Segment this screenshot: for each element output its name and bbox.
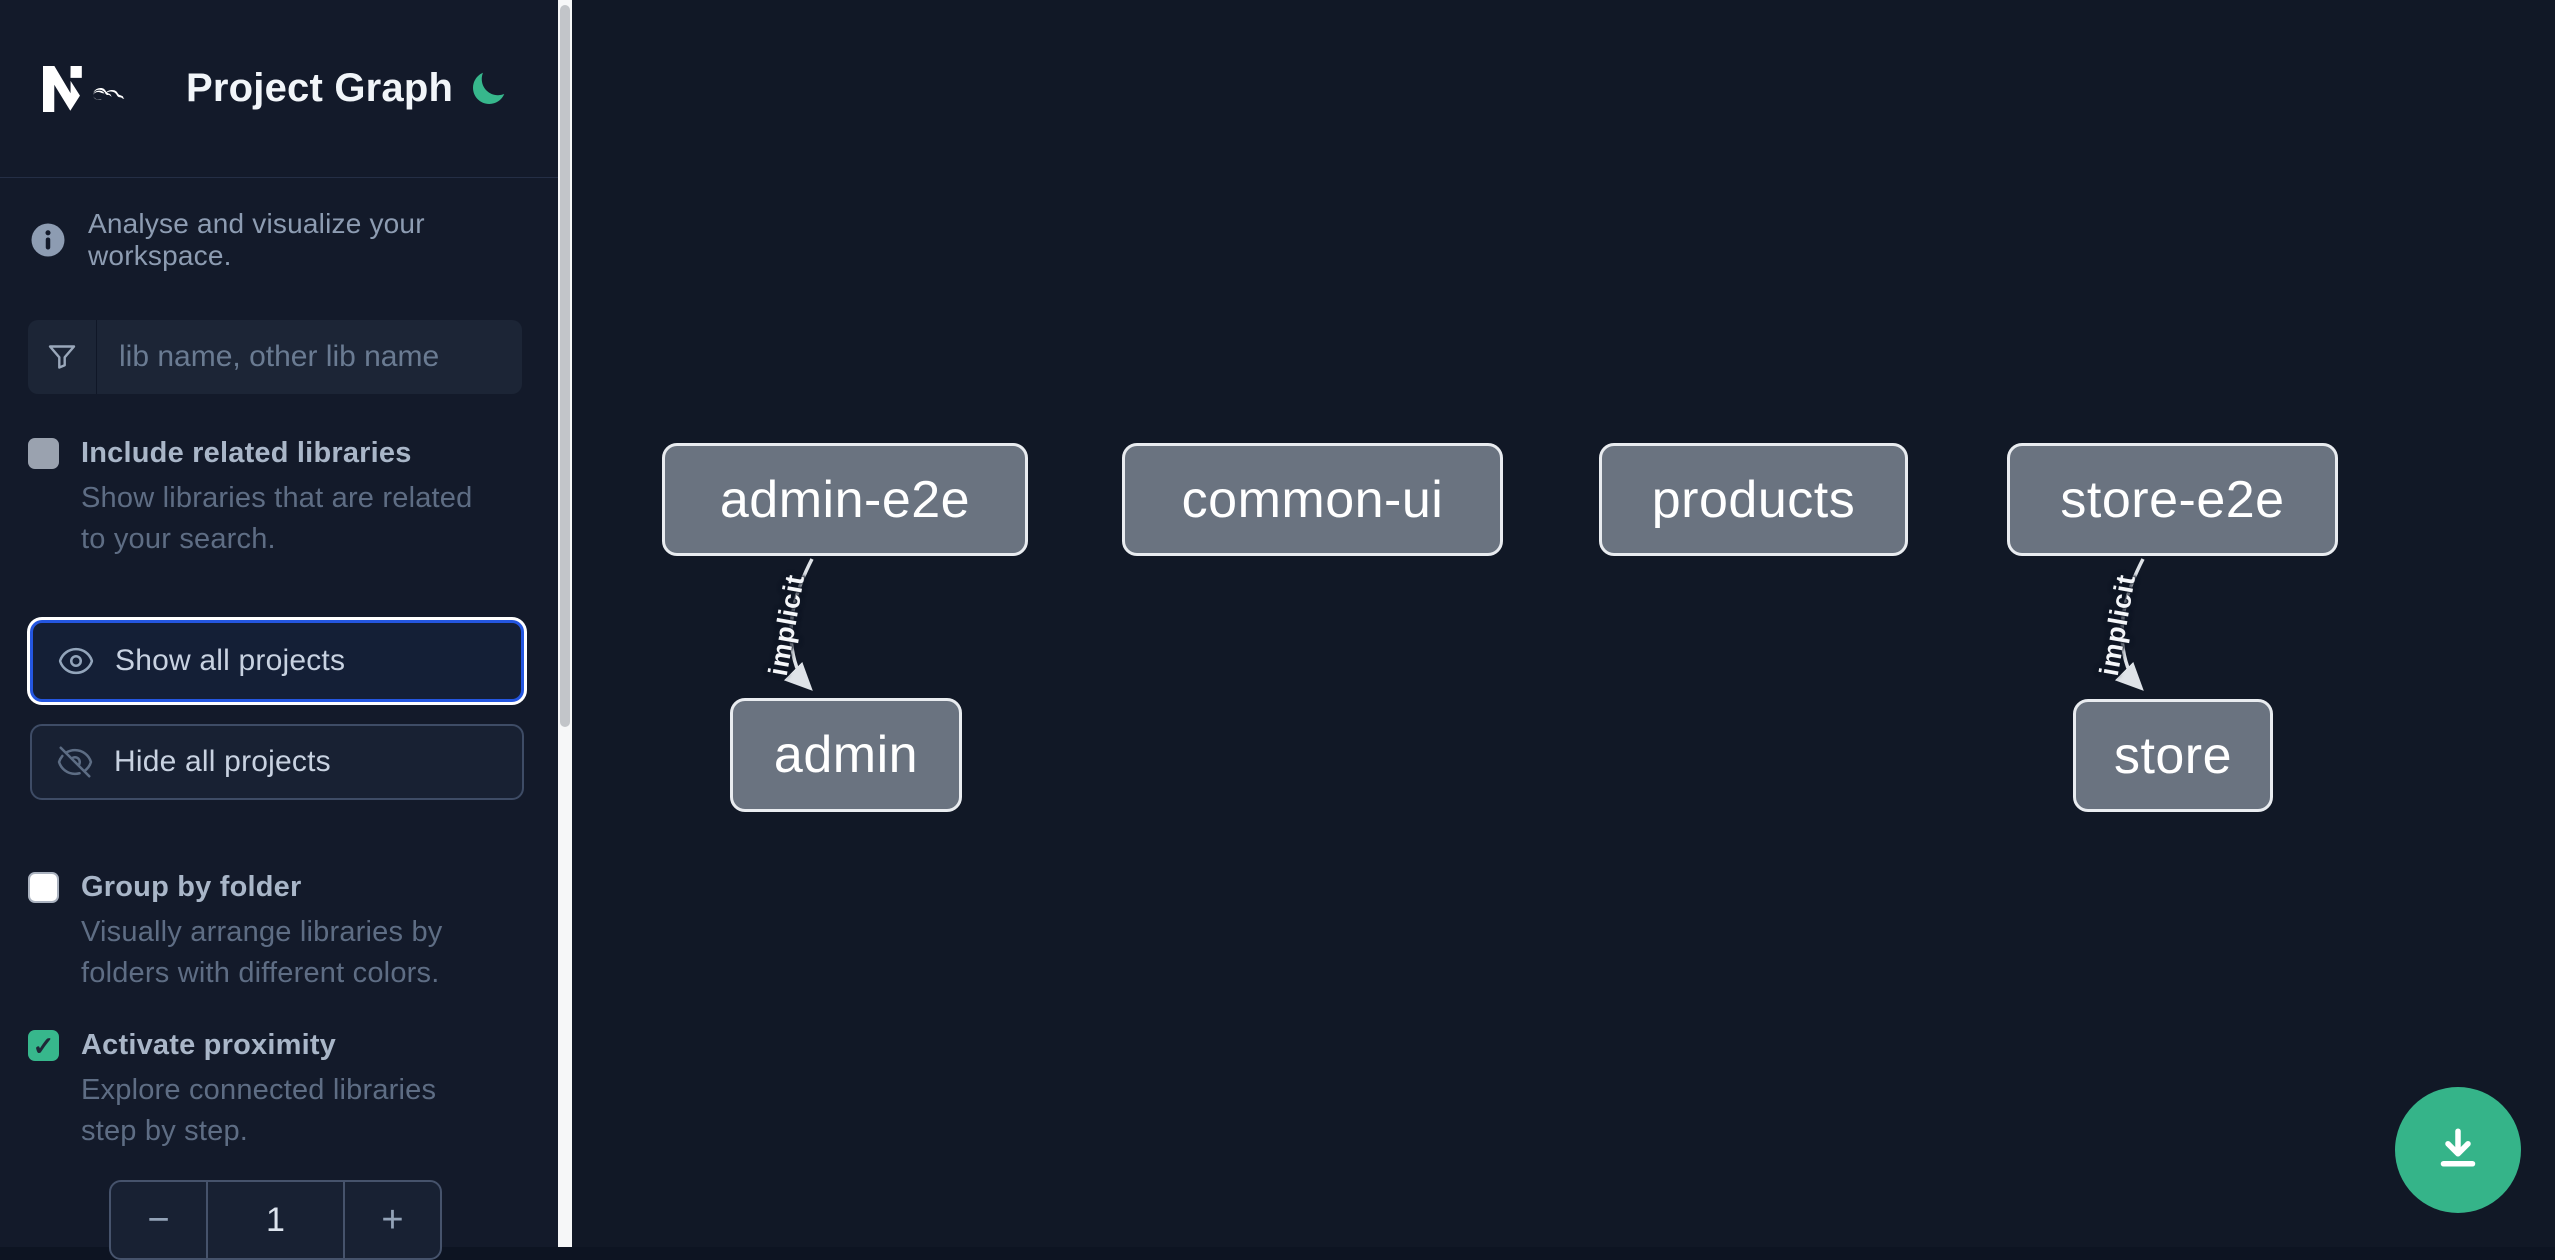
activate-proximity-block: ✓ Activate proximity Explore connected l… [28, 1028, 528, 1152]
activate-proximity-checkbox[interactable]: ✓ [28, 1030, 59, 1061]
nx-logo [43, 65, 125, 112]
graph-node-admin-e2e[interactable]: admin-e2e [662, 443, 1028, 556]
page-title: Project Graph [186, 66, 454, 110]
search-box [28, 320, 522, 394]
check-icon: ✓ [32, 1030, 55, 1061]
graph-node-admin[interactable]: admin [730, 698, 962, 812]
group-by-folder-block: Group by folder Visually arrange librari… [28, 870, 528, 994]
include-related-description: Show libraries that are related to your … [81, 482, 473, 555]
project-graph-canvas[interactable]: implicit implicit admin-e2e common-ui pr… [572, 0, 2555, 1247]
hide-all-projects-button[interactable]: Hide all projects [30, 724, 524, 800]
show-all-projects-label: Show all projects [115, 644, 346, 677]
activate-proximity-label: Activate proximity [81, 1029, 337, 1061]
eye-slash-icon [57, 746, 93, 778]
sidebar: Project Graph Analyse and visualize your… [0, 0, 558, 1260]
theme-toggle-button[interactable] [466, 67, 510, 111]
info-icon [31, 223, 65, 257]
graph-node-store-e2e[interactable]: store-e2e [2007, 443, 2338, 556]
sidebar-header: Project Graph [0, 0, 558, 178]
decrement-button[interactable]: − [111, 1182, 208, 1258]
download-graph-button[interactable] [2395, 1087, 2521, 1213]
tagline-text: Analyse and visualize your workspace. [88, 208, 425, 271]
increment-button[interactable]: + [343, 1182, 440, 1258]
graph-node-products[interactable]: products [1599, 443, 1908, 556]
include-related-checkbox[interactable] [28, 438, 59, 469]
sidebar-scrollbar-track [558, 0, 572, 1247]
search-input[interactable] [97, 320, 522, 394]
download-icon [2440, 1128, 2476, 1167]
moon-icon [473, 72, 505, 104]
graph-node-store[interactable]: store [2073, 699, 2273, 812]
include-related-label: Include related libraries [81, 437, 412, 469]
include-related-block: Include related libraries Show libraries… [28, 436, 528, 560]
dependency-edges [783, 558, 2145, 691]
group-by-folder-description: Visually arrange libraries by folders wi… [81, 916, 443, 989]
sidebar-scrollbar-thumb[interactable] [560, 5, 570, 727]
proximity-depth-stepper: − 1 + [109, 1180, 442, 1260]
hide-all-projects-label: Hide all projects [114, 745, 331, 778]
activate-proximity-description: Explore connected libraries step by step… [81, 1074, 437, 1147]
group-by-folder-checkbox[interactable] [28, 872, 59, 903]
show-all-projects-button[interactable]: Show all projects [30, 620, 524, 702]
tagline-row: Analyse and visualize your workspace. [30, 208, 528, 272]
edge-label: implicit [762, 571, 811, 678]
graph-node-common-ui[interactable]: common-ui [1122, 443, 1503, 556]
group-by-folder-label: Group by folder [81, 871, 302, 903]
eye-icon [58, 647, 94, 675]
edge-label: implicit [2093, 571, 2142, 678]
proximity-depth-value[interactable]: 1 [266, 1200, 285, 1239]
filter-funnel-icon [28, 320, 97, 394]
